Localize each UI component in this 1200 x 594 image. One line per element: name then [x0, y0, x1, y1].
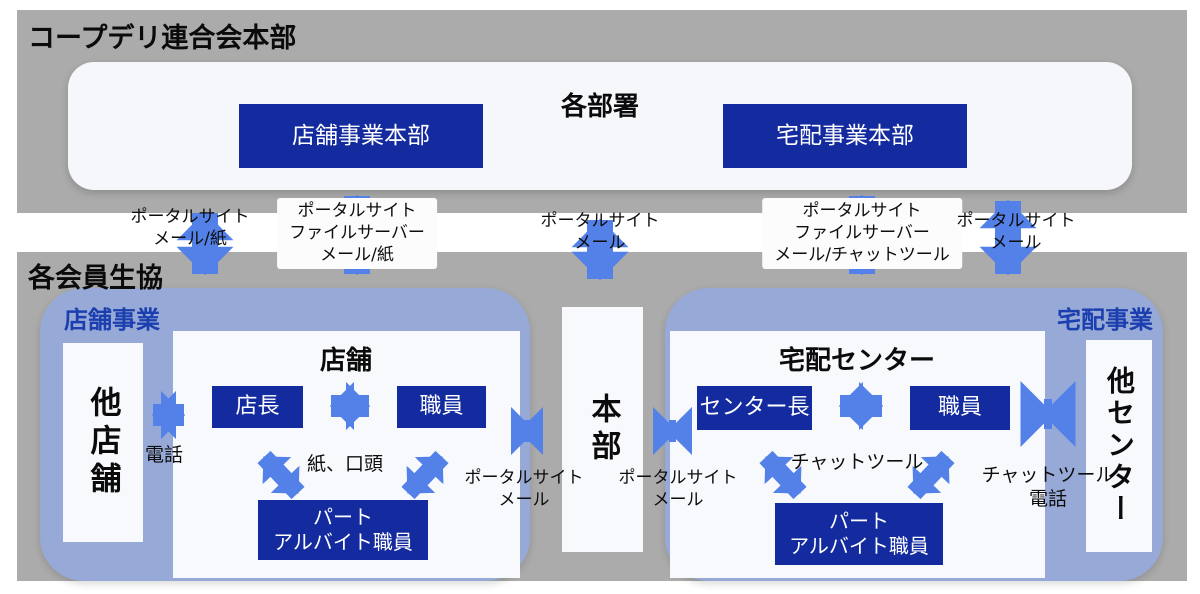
- center-staff-box: 職員: [910, 386, 1010, 430]
- hq-box: 本部: [562, 307, 643, 552]
- store-division-label: 店舗事業: [64, 306, 160, 334]
- channel-center-label: ポータルサイト メール: [540, 211, 660, 253]
- other-stores-box: 他店舗: [63, 343, 143, 542]
- members-title: 各会員生協: [28, 263, 163, 294]
- arrow-storemanager-parttime: [257, 450, 305, 500]
- store-staff-box: 職員: [397, 386, 486, 428]
- hq-center-portal-mail-label: ポータルサイト メール: [618, 468, 738, 510]
- arrow-centermanager-parttime: [759, 450, 807, 500]
- phone-label: 電話: [144, 444, 184, 466]
- channel-delivery-left-label: ポータルサイト ファイルサーバー メール/チャットツール: [762, 198, 962, 270]
- delivery-business-hq-box: 宅配事業本部: [723, 104, 967, 168]
- delivery-division-label: 宅配事業: [1057, 306, 1153, 334]
- store-hq-portal-mail-label: ポータルサイト メール: [464, 468, 584, 510]
- channel-delivery-right-label: ポータルサイト メール: [956, 211, 1076, 253]
- delivery-center-title: 宅配センター: [778, 346, 935, 376]
- arrow-centerstaff-parttime: [907, 450, 955, 500]
- store-manager-box: 店長: [212, 386, 303, 428]
- arrow-storestaff-parttime: [401, 450, 449, 500]
- store-box-title: 店舗: [319, 346, 372, 376]
- chat-tool-phone-label: チャットツール 電話: [981, 464, 1115, 511]
- other-centers-box: 他センター: [1086, 340, 1152, 552]
- center-manager-box: センター長: [697, 386, 812, 430]
- paper-oral-label: 紙、口頭: [306, 453, 384, 475]
- store-business-hq-box: 店舗事業本部: [239, 104, 483, 168]
- store-part-time-box: パート アルバイト職員: [258, 500, 428, 560]
- center-part-time-box: パート アルバイト職員: [775, 503, 943, 565]
- channel-store-left-label: ポータルサイト メール/紙: [130, 207, 250, 249]
- federation-title: コープデリ連合会本部: [28, 23, 297, 54]
- chat-tool-label: チャットツール: [790, 451, 924, 473]
- departments-title: 各部署: [560, 92, 639, 122]
- channel-store-right-label: ポータルサイト ファイルサーバー メール/紙: [277, 198, 437, 270]
